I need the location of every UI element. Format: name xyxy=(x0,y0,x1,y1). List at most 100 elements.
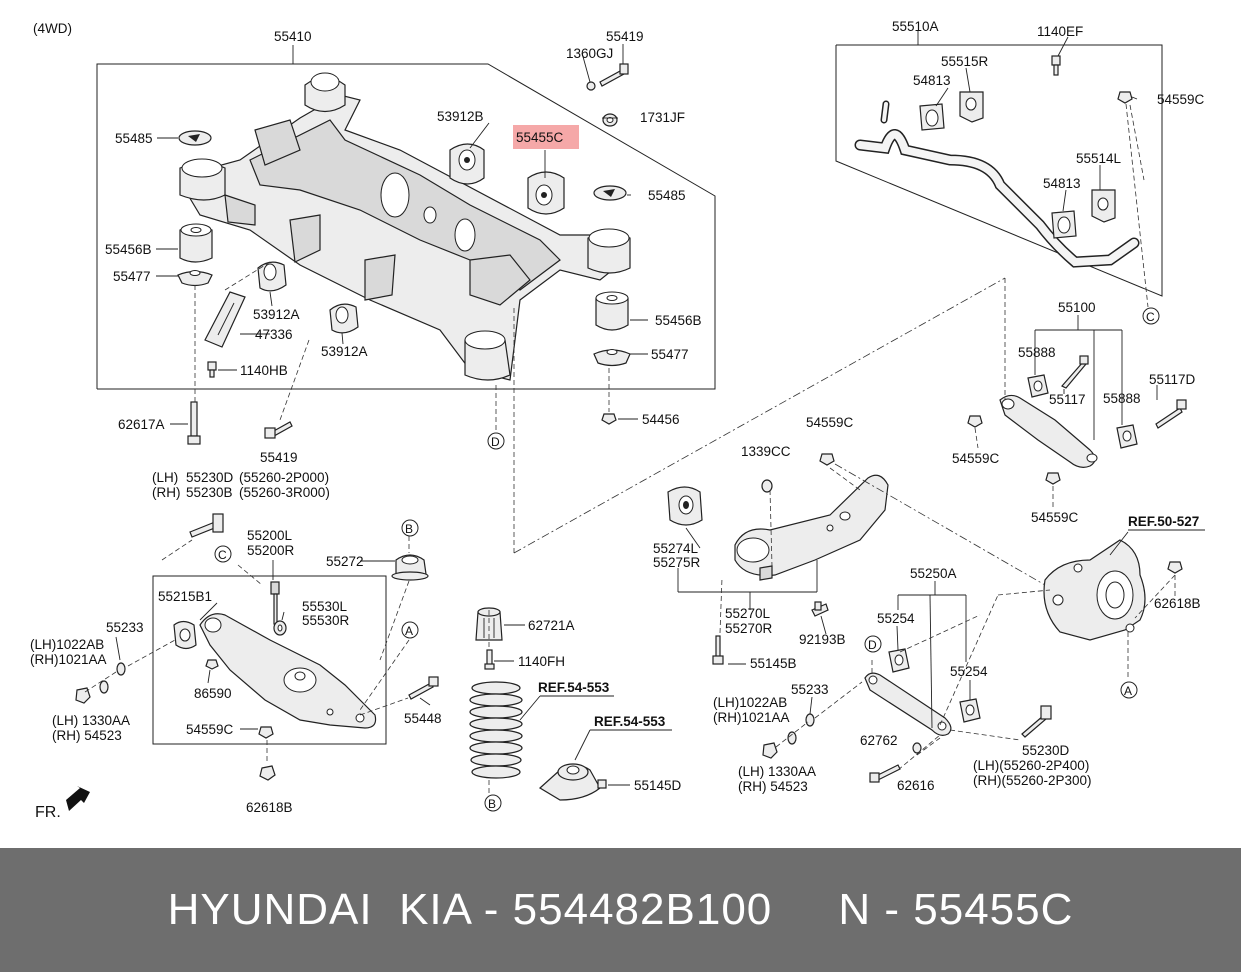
label-54559c-stabilizer: 54559C xyxy=(1157,92,1205,107)
label-62618b-knuckle: 62618B xyxy=(1154,596,1201,611)
mount-55272 xyxy=(391,554,429,581)
bolt-55230b xyxy=(189,513,224,538)
label-62617a: 62617A xyxy=(118,417,165,432)
bushing-55888-lower xyxy=(1116,424,1138,449)
label-55230d-right: 55230D xyxy=(1022,743,1070,758)
label-55250a: 55250A xyxy=(910,566,957,581)
label-1731jf: 1731JF xyxy=(640,110,685,125)
label-1339cc: 1339CC xyxy=(741,444,791,459)
nut-1022ab-right xyxy=(762,742,778,759)
label-55477-left: 55477 xyxy=(113,269,151,284)
label-55530l: 55530L xyxy=(302,599,348,614)
label-55275r: 55275R xyxy=(653,555,701,570)
label-55233-left: 55233 xyxy=(106,620,144,635)
bushing-55274l xyxy=(667,486,703,526)
label-86590: 86590 xyxy=(194,686,232,701)
banner-text: HYUNDAI KIA - 554482B100 N - 55455C xyxy=(167,885,1074,934)
label-lh-1: (LH) xyxy=(152,470,178,485)
crossmember-subframe xyxy=(179,72,631,381)
bolt-55230d-right xyxy=(1021,705,1052,738)
label-55254-lower: 55254 xyxy=(950,664,988,679)
nut-54559c-stabilizer xyxy=(1117,91,1133,104)
label-62618b-lower: 62618B xyxy=(246,800,293,815)
label-54523-left: (RH) 54523 xyxy=(52,728,122,743)
washer-62616 xyxy=(912,742,922,754)
label-55510a: 55510A xyxy=(892,19,939,34)
bolt-1140ef xyxy=(1051,55,1061,76)
label-1140ef: 1140EF xyxy=(1037,24,1083,39)
label-55888-left: 55888 xyxy=(1018,345,1056,360)
label-55145d: 55145D xyxy=(634,778,682,793)
bolt-92193b xyxy=(811,601,829,617)
bolt-62762 xyxy=(869,764,901,783)
label-54559c-arm-left: 54559C xyxy=(952,451,1000,466)
label-1021aa-left: (RH)1021AA xyxy=(30,652,107,667)
lower-arm-55200 xyxy=(199,613,377,729)
nut-1022ab xyxy=(75,687,91,704)
label-54813-upper: 54813 xyxy=(913,73,951,88)
corner-label: (4WD) xyxy=(33,21,72,36)
nut-54559c-trailing xyxy=(819,453,835,466)
label-1140hb: 1140HB xyxy=(240,363,288,378)
washer-55233-right xyxy=(805,713,815,727)
label-55233-right: 55233 xyxy=(791,682,829,697)
callout-c-2: C xyxy=(218,548,227,562)
washer-55477-right xyxy=(593,349,631,367)
label-1022ab-right: (LH)1022AB xyxy=(713,695,787,710)
nut-54456 xyxy=(601,413,617,425)
label-62616: 62616 xyxy=(897,778,935,793)
shock-mount-55145d xyxy=(538,763,607,801)
label-55530r: 55530R xyxy=(302,613,350,628)
bushing-53912a-lower xyxy=(329,303,359,334)
callout-circles xyxy=(214,307,1160,812)
mount-55456b-right xyxy=(595,291,629,331)
callout-d-1: D xyxy=(491,435,500,449)
label-55230d: 55230D xyxy=(186,470,234,485)
washer-55477-left xyxy=(177,270,213,287)
bushing-55888-upper xyxy=(1027,374,1049,398)
parts-diagram: (4WD) FR. 55410 55419 1360GJ 1731JF 5391… xyxy=(30,19,1205,821)
label-1022ab-left: (LH)1022AB xyxy=(30,637,104,652)
label-55456b-right: 55456B xyxy=(655,313,702,328)
nut-62618b-knuckle xyxy=(1167,561,1183,574)
label-55456b-left: 55456B xyxy=(105,242,152,257)
subframe-group-box xyxy=(96,63,716,390)
bushing-55215b1 xyxy=(173,620,197,650)
bushing-54813-lower xyxy=(1051,210,1077,239)
bushing-53912b xyxy=(449,143,485,185)
stabilizer-leader-lines xyxy=(917,30,1149,308)
label-55477-right: 55477 xyxy=(651,347,689,362)
lateral-link-leader-lines xyxy=(775,581,1051,771)
trailing-arm-leader-lines xyxy=(677,463,1046,665)
label-55448: 55448 xyxy=(404,711,442,726)
label-ref-50-527: REF.50-527 xyxy=(1128,514,1199,529)
lower-arm-leader-lines xyxy=(84,536,431,764)
bolt-55448 xyxy=(408,676,439,700)
label-55260-3r000: (55260-3R000) xyxy=(239,485,330,500)
label-54813-lower: 54813 xyxy=(1043,176,1081,191)
label-1330aa-right: (LH) 1330AA xyxy=(738,764,816,779)
bolt-55117 xyxy=(1061,355,1089,389)
callout-b-1: B xyxy=(405,522,413,536)
label-55200r: 55200R xyxy=(247,543,295,558)
stabilizer-group-box xyxy=(835,44,1163,297)
label-55485-right: 55485 xyxy=(648,188,686,203)
label-rh-1: (RH) xyxy=(152,485,181,500)
bushing-55254-upper xyxy=(888,648,910,673)
label-55270l: 55270L xyxy=(725,606,771,621)
label-55230b: 55230B xyxy=(186,485,233,500)
stabilizer-link-55530 xyxy=(270,581,287,636)
cap-55485-right xyxy=(593,185,627,201)
label-55117d: 55117D xyxy=(1149,372,1196,387)
trailing-arm-55270 xyxy=(734,474,889,581)
nut-54559c-arm-a xyxy=(967,415,983,428)
bolt-55419-upper xyxy=(599,63,629,87)
lateral-link-55250a xyxy=(864,672,952,736)
callout-b-2: B xyxy=(488,797,496,811)
callout-c-1: C xyxy=(1146,310,1155,324)
label-55260-2p000: (55260-2P000) xyxy=(239,470,329,485)
label-55274l: 55274L xyxy=(653,541,699,556)
cap-55485-left xyxy=(178,130,212,146)
label-54559c-trailing-top: 54559C xyxy=(806,415,854,430)
label-53912b: 53912B xyxy=(437,109,484,124)
